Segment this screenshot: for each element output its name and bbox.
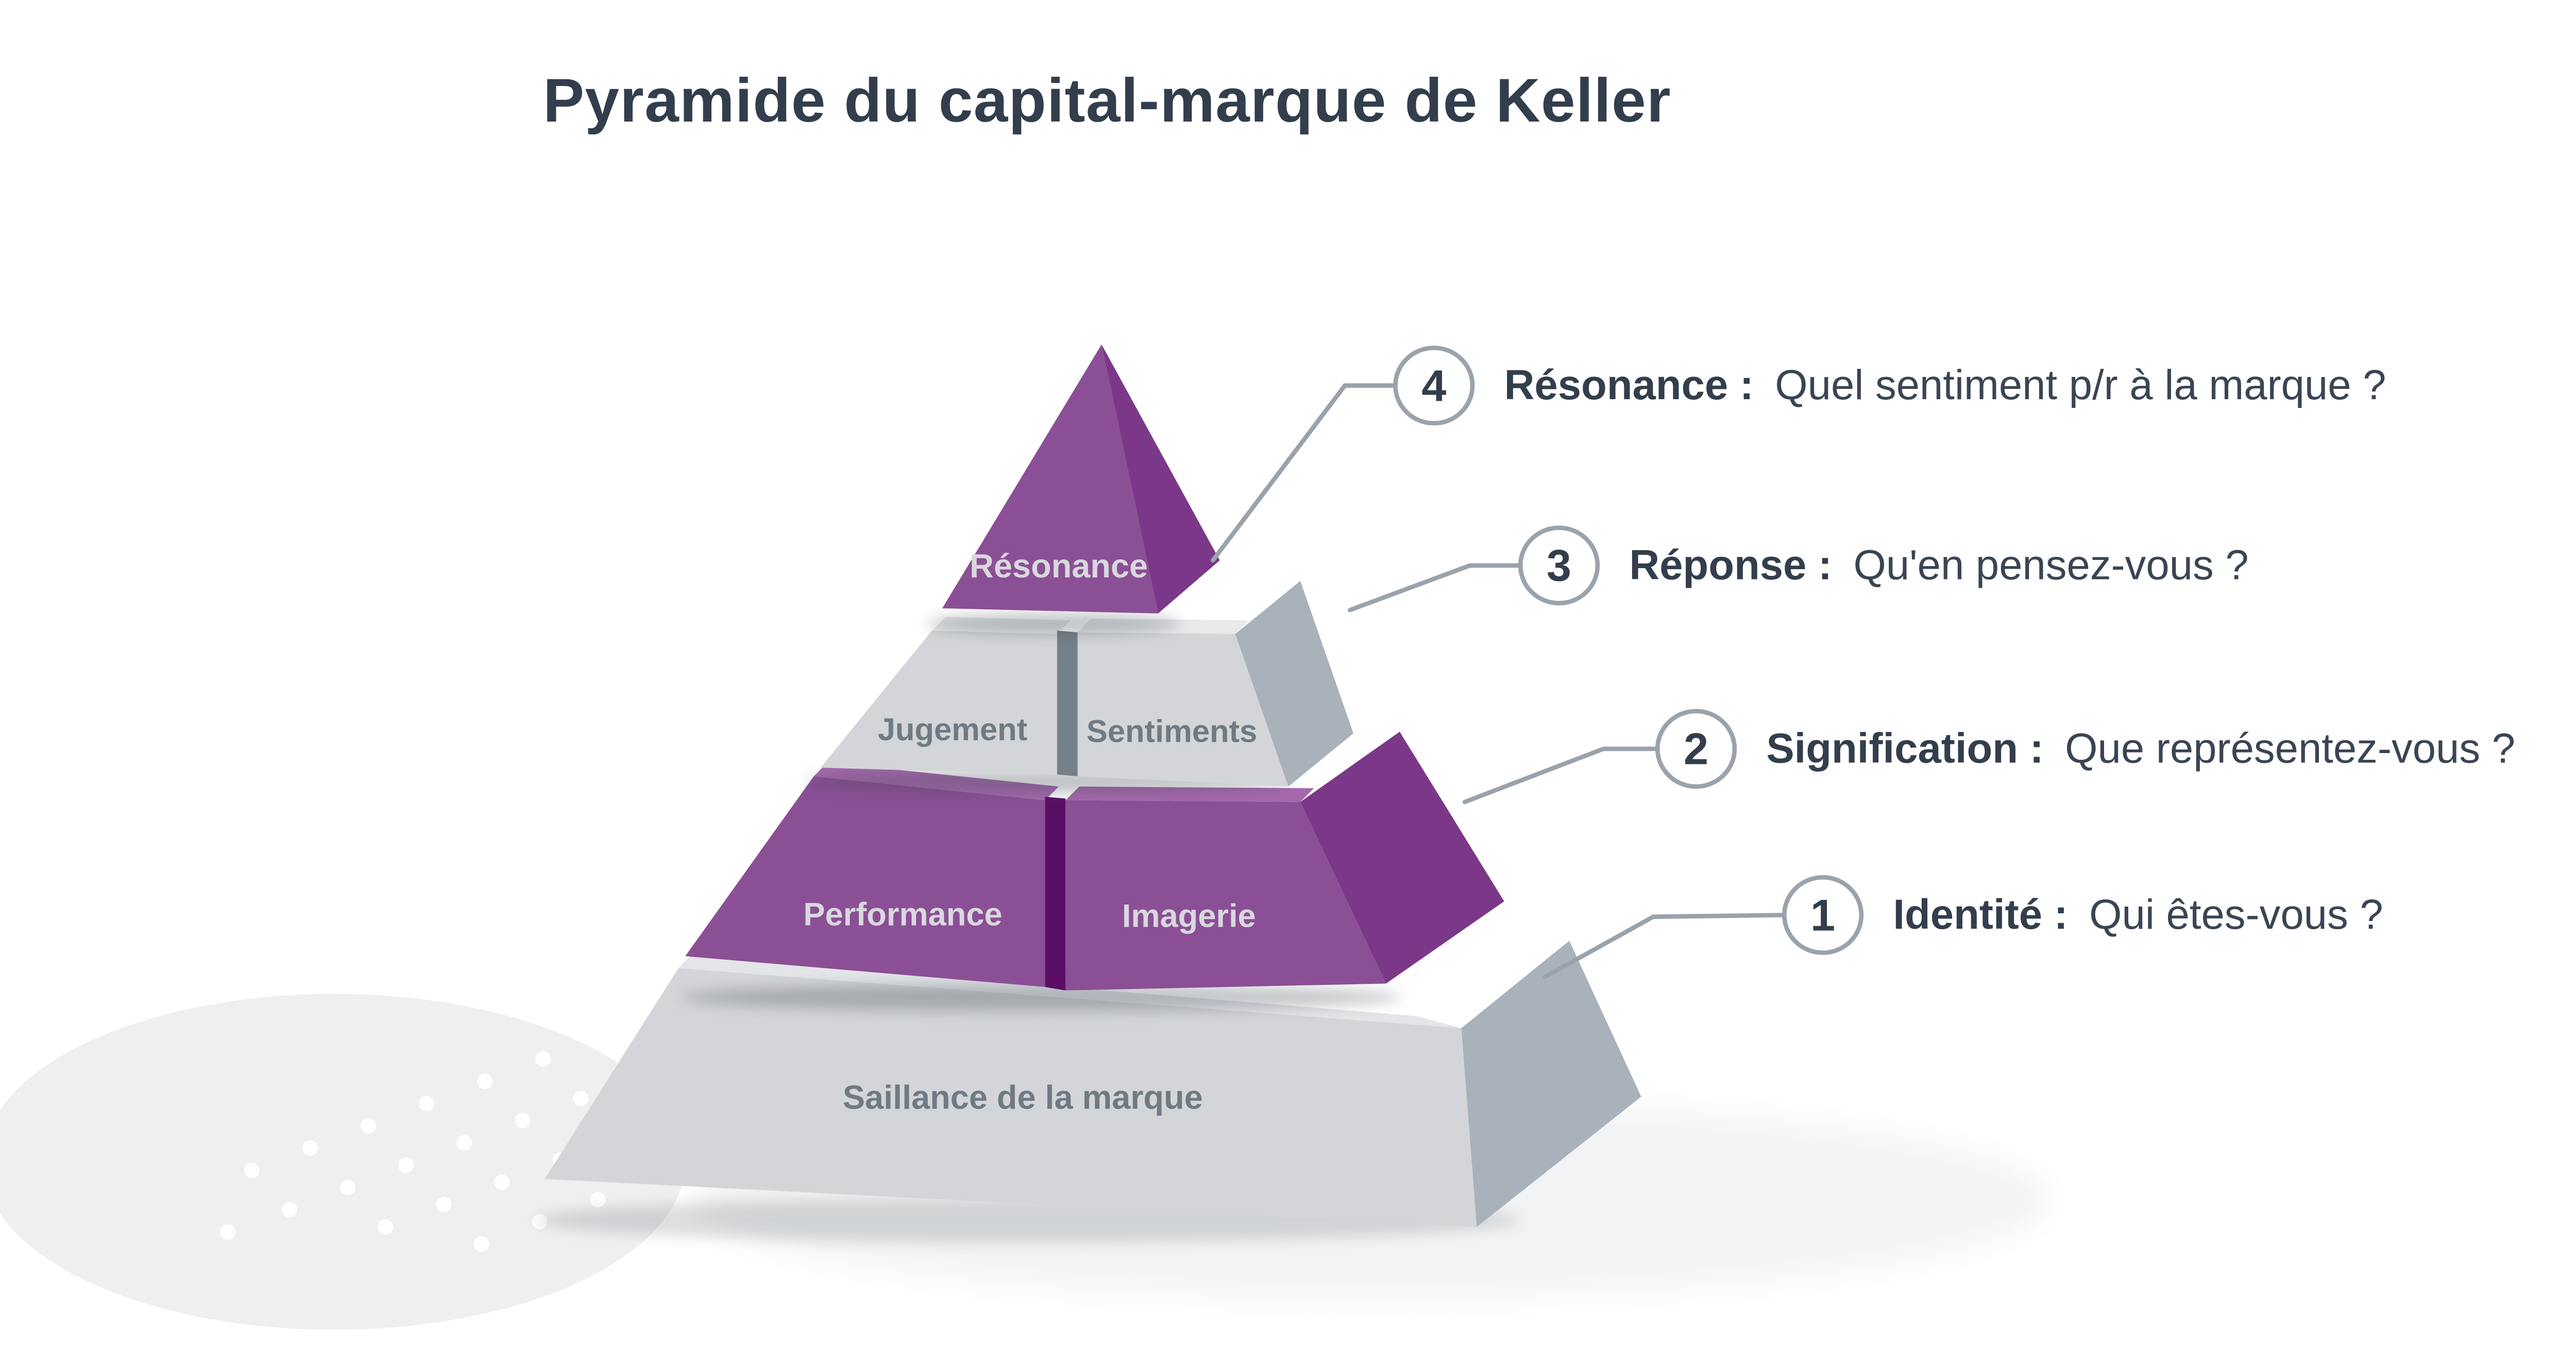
callout-4-circle: [1393, 345, 1475, 426]
callout-1: 1 Identité : Qui êtes-vous ?: [1543, 875, 2383, 979]
imagerie-front-face: [1065, 800, 1386, 991]
callout-2-text: Signification : Que représentez-vous ?: [1766, 725, 2515, 772]
callout-4: 4 Résonance : Quel sentiment p/r à la ma…: [1210, 345, 2386, 563]
callout-3: 3 Réponse : Qu'en pensez-vous ?: [1347, 525, 2249, 612]
callout-1-number: 1: [1810, 891, 1835, 940]
jugement-label: Jugement: [878, 712, 1028, 747]
sentiments-side-face: [1235, 581, 1353, 787]
level3-slot: [1057, 630, 1078, 776]
level2-cast-shadow: [682, 983, 1402, 1011]
callout-1-circle: [1782, 875, 1864, 955]
saillance-front-face: [545, 968, 1477, 1227]
callout-2: 2 Signification : Que représentez-vous ?: [1462, 709, 2515, 805]
saillance-label: Saillance de la marque: [843, 1078, 1203, 1116]
callout-2-circle: [1655, 709, 1737, 789]
performance-label: Performance: [803, 896, 1002, 932]
imagerie-label: Imagerie: [1122, 898, 1256, 934]
callout-2-number: 2: [1684, 725, 1708, 774]
page-title: Pyramide du capital-marque de Keller: [543, 66, 1671, 135]
callout-4-number: 4: [1421, 361, 1446, 411]
callout-3-connector: [1347, 563, 1524, 612]
callout-3-circle: [1518, 525, 1600, 606]
callout-3-number: 3: [1547, 541, 1571, 591]
callout-1-text: Identité : Qui êtes-vous ?: [1893, 891, 2383, 938]
sentiments-front-face: [1077, 632, 1289, 787]
imagerie-side-face: [1300, 731, 1504, 984]
callout-4-connector: [1210, 383, 1399, 563]
top-cast-shadow: [926, 613, 1181, 634]
level2-slot: [1045, 796, 1066, 991]
resonance-label: Résonance: [970, 547, 1148, 585]
performance-front-face: [685, 776, 1045, 987]
callout-3-text: Réponse : Qu'en pensez-vous ?: [1629, 541, 2248, 588]
callout-2-connector: [1462, 746, 1659, 805]
pyramid-level-performance-imagerie: Performance Imagerie: [685, 731, 1504, 991]
callout-1-connector: [1543, 913, 1786, 979]
saillance-side-face: [1461, 941, 1641, 1227]
pyramid-level-resonance: Résonance: [942, 344, 1220, 613]
resonance-front-face: [942, 344, 1158, 613]
callout-4-text: Résonance : Quel sentiment p/r à la marq…: [1504, 362, 2386, 408]
resonance-side-face: [1101, 344, 1220, 613]
jugement-front-face: [820, 630, 1057, 775]
deco-dots: [220, 1007, 668, 1252]
sentiments-label: Sentiments: [1087, 713, 1258, 749]
